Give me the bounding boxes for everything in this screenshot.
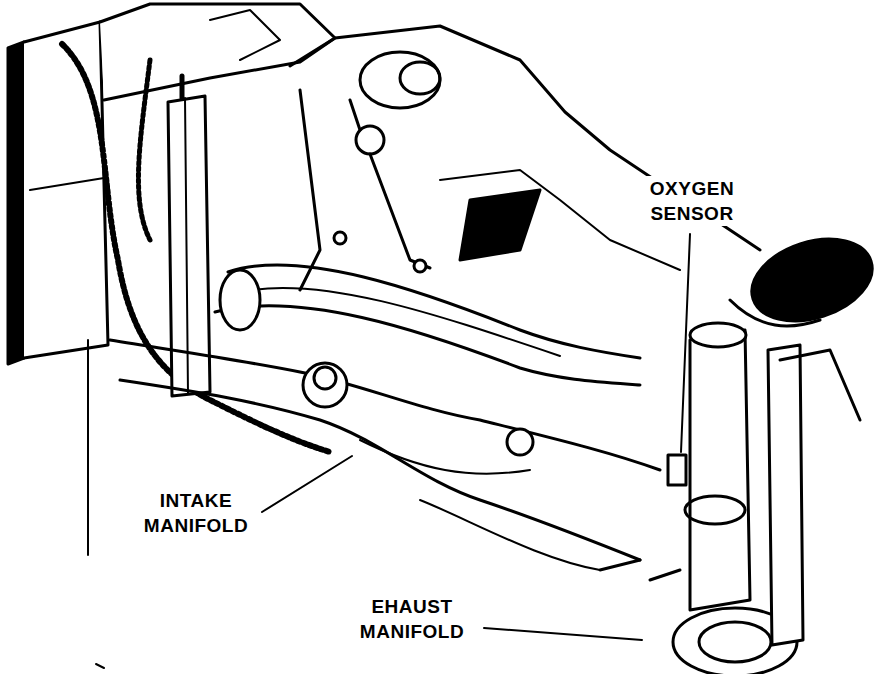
intake-runner (240, 288, 560, 356)
radiator-edge (8, 42, 24, 364)
air-cleaner (741, 225, 880, 336)
leader-line (681, 234, 690, 452)
oxygen-sensor (668, 455, 686, 485)
housing-detail (210, 10, 280, 60)
flange-bore (699, 622, 771, 662)
leader-line (484, 628, 642, 640)
part-label: OXYGEN SENSOR (632, 176, 752, 226)
bolt (334, 232, 346, 244)
housing (100, 4, 335, 100)
exhaust-manifold (120, 380, 640, 560)
exhaust-detail (360, 440, 530, 474)
engine-block (300, 90, 320, 290)
throttle-bore (400, 62, 440, 94)
exhaust-stud (600, 560, 680, 580)
bolt (414, 260, 426, 272)
runner-port (220, 270, 260, 330)
manifold-boss (303, 363, 347, 407)
stud (180, 76, 185, 98)
hose (138, 60, 150, 240)
label-holder: OXYGEN SENSOR (632, 176, 752, 226)
pipe-ring (685, 496, 745, 524)
block-shadow (460, 190, 540, 260)
throttle-rod (350, 100, 430, 268)
pipe-end (690, 323, 746, 347)
radiator (24, 22, 108, 358)
intake-runner (215, 306, 640, 385)
exhaust-detail (420, 500, 600, 570)
intake-runner (228, 265, 640, 358)
leader-line (262, 456, 352, 512)
frame-line (87, 340, 89, 555)
label-holder: EHAUST MANIFOLD (345, 594, 479, 644)
manifold-nut (314, 367, 336, 389)
air-duct (730, 300, 820, 326)
post-edge (185, 98, 188, 394)
bracket (768, 345, 803, 645)
downpipe (690, 330, 750, 610)
radiator-line (30, 178, 104, 190)
part-label: EHAUST MANIFOLD (345, 594, 479, 644)
throttle-body (360, 52, 440, 108)
bracket-arm (780, 350, 860, 420)
part-label: INTAKE MANIFOLD (134, 488, 258, 538)
label-holder: INTAKE MANIFOLD (134, 488, 258, 538)
manifold-nut (507, 429, 533, 455)
mark (96, 664, 104, 668)
